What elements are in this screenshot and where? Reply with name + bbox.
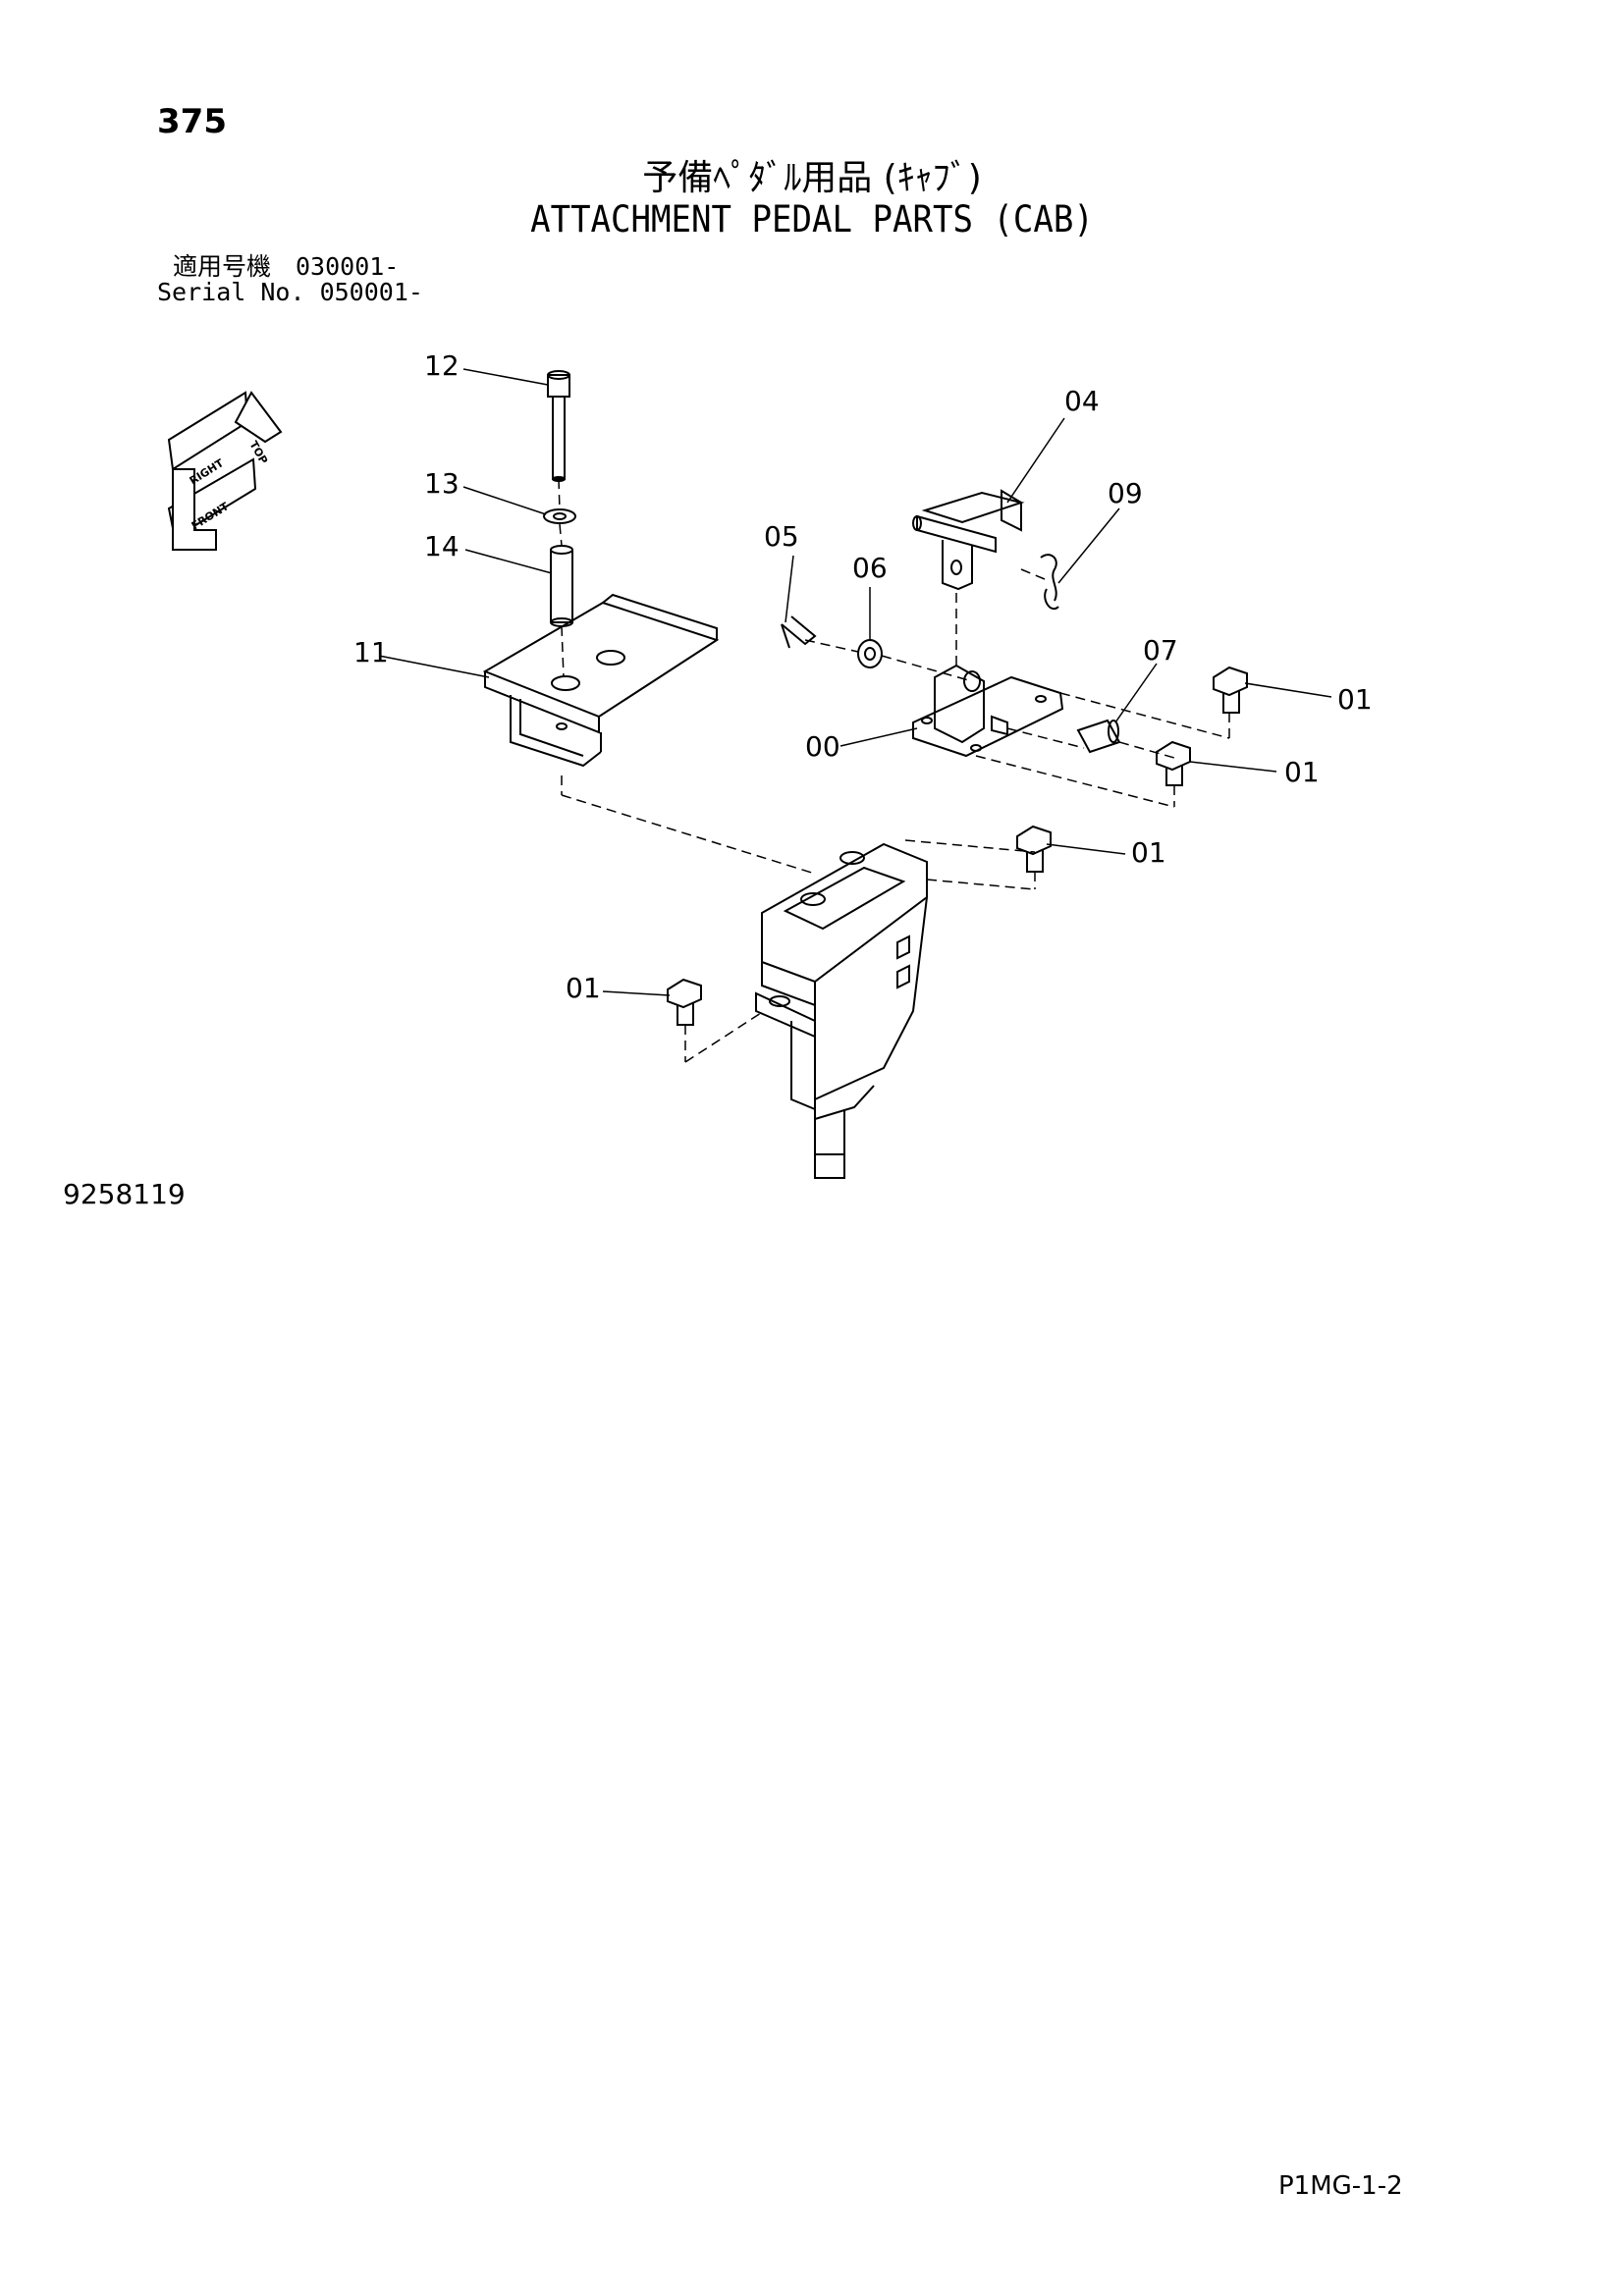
pedal-valve-assembly [755,842,928,1179]
callout-00: 00 [805,730,840,763]
callout-07: 07 [1143,634,1178,667]
leader-lines [378,368,1332,996]
alignment-lines [558,478,1230,1063]
callout-01-middle-right: 01 [1284,756,1320,788]
callout-05: 05 [764,520,799,553]
serial-number-range: Serial No. 050001- [157,278,423,306]
page-title-english: ATTACHMENT PEDAL PARTS (CAB) [530,198,1094,240]
page-code: P1MG-1-2 [1278,2171,1403,2201]
callout-09: 09 [1108,477,1143,509]
page-title-japanese: 予備ﾍﾟﾀﾞﾙ用品 (ｷｬﾌﾞ) [642,158,982,198]
part-06-washer [857,639,883,668]
callout-11: 11 [353,636,389,668]
part-12-cap-screw [547,370,570,482]
part-00-pedal-bracket [912,664,1064,758]
part-13-washer [543,508,576,524]
part-05-spring-clip [781,615,817,649]
orientation-indicator: RIGHT FRONT TOP [167,391,283,551]
serial-applicability-jp: 適用号機 030001- [173,252,400,281]
part-14-collar [550,545,573,627]
callout-13: 13 [424,467,460,500]
callout-06: 06 [852,552,888,584]
part-07-pin [1076,719,1121,754]
part-01-bolt-d [667,978,702,1026]
callout-14: 14 [424,530,460,562]
callout-01-upper-right: 01 [1337,683,1373,716]
callout-01-center: 01 [1131,836,1166,869]
part-01-bolt-a [1213,666,1248,714]
callout-12: 12 [424,349,460,382]
callout-01-lower-left: 01 [566,972,601,1004]
part-01-bolt-c [1016,825,1052,873]
part-04-plate [912,489,1025,591]
drawing-code: 9258119 [63,1178,186,1210]
part-09-snap-pin [1040,554,1059,610]
page-number: 375 [157,102,227,141]
callout-04: 04 [1064,385,1100,417]
part-11-bracket [482,593,720,768]
part-01-bolt-b [1156,740,1191,786]
